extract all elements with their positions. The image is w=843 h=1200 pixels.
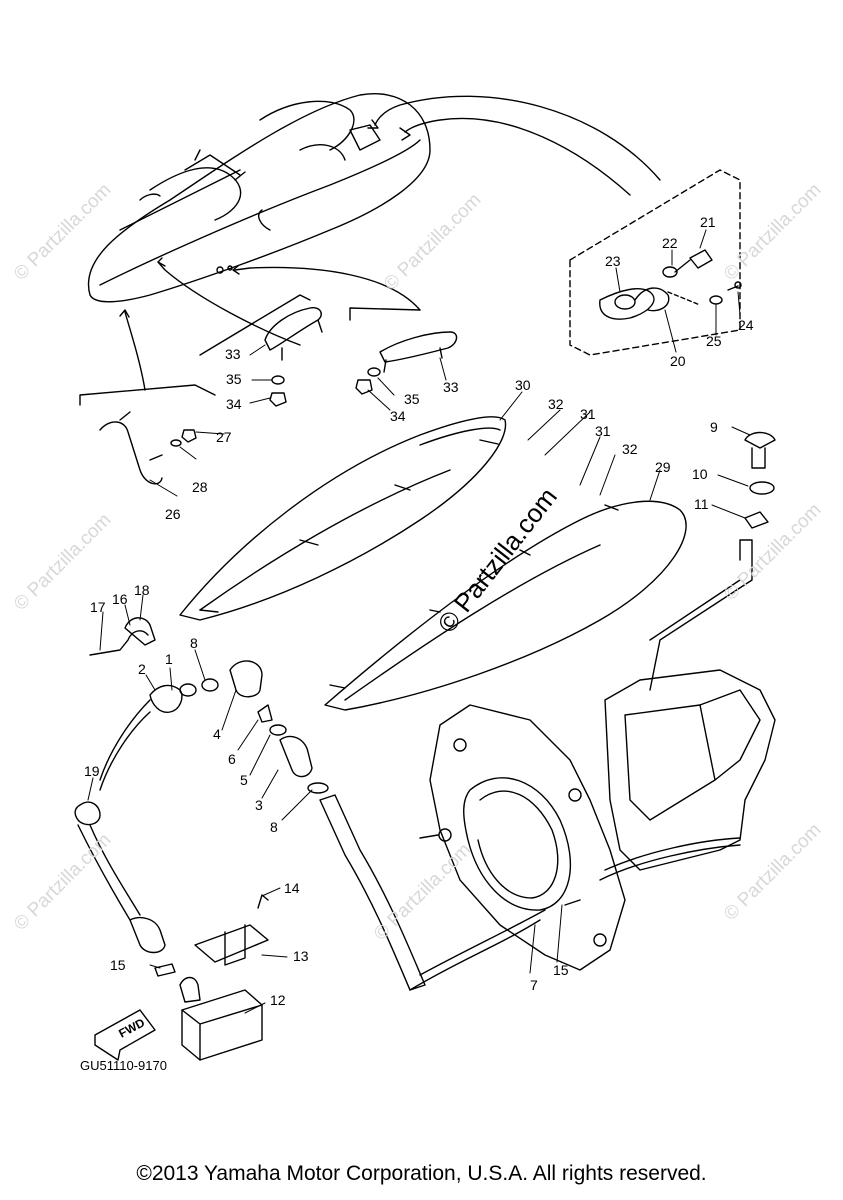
part-label-4: 4 [213,726,221,742]
hull-strake-30 [179,416,507,621]
part-label-13: 13 [293,948,309,964]
part-label-23: 23 [605,253,621,269]
part-label-12: 12 [270,992,286,1008]
grab-handle-parts [199,294,458,407]
part-label-32-lower: 32 [622,441,638,457]
part-label-25: 25 [706,333,722,349]
drain-plug-group [569,169,742,356]
part-label-7: 7 [530,977,538,993]
part-label-28: 28 [192,479,208,495]
part-label-17: 17 [90,599,106,615]
part-label-26: 26 [165,506,181,522]
part-label-30: 30 [515,377,531,393]
part-label-19: 19 [84,763,100,779]
jet-pump-housing [599,539,776,881]
part-label-27: 27 [216,429,232,445]
part-label-24: 24 [738,317,754,333]
part-label-35-right: 35 [404,391,420,407]
part-label-1: 1 [165,651,173,667]
watercraft-illustration [87,93,431,303]
part-label-31-upper: 31 [580,406,596,422]
part-label-22: 22 [662,235,678,251]
hose-fittings [74,617,546,991]
part-label-16: 16 [112,591,128,607]
cooling-parts [154,894,269,1061]
part-label-21: 21 [700,214,716,230]
part-label-31-lower: 31 [595,423,611,439]
part-label-34-left: 34 [226,396,242,412]
part-label-34-right: 34 [390,408,406,424]
part-label-32-upper: 32 [548,396,564,412]
part-label-15-right: 15 [553,962,569,978]
arrow-paths [119,95,661,391]
drain-plug-parts [744,431,776,529]
part-label-8-bottom: 8 [270,819,278,835]
fwd-arrow [94,1009,156,1061]
leader-lines [87,229,751,1014]
part-label-29: 29 [655,459,671,475]
diagram-reference-code: GU51110-9170 [80,1058,167,1073]
part-label-33-left: 33 [225,346,241,362]
part-label-33-right: 33 [443,379,459,395]
part-label-2: 2 [138,661,146,677]
intake-housing [419,704,626,971]
part-label-11: 11 [694,496,709,512]
part-label-9: 9 [710,419,718,435]
part-label-35-left: 35 [226,371,242,387]
rear-handle-parts [79,384,216,485]
part-label-6: 6 [228,751,236,767]
part-label-14: 14 [284,880,300,896]
copyright-notice: ©2013 Yamaha Motor Corporation, U.S.A. A… [136,1162,707,1185]
part-label-20: 20 [670,353,686,369]
part-label-5: 5 [240,772,248,788]
part-label-3: 3 [255,797,263,813]
part-label-10: 10 [692,466,708,482]
part-label-15-left: 15 [110,957,126,973]
hull-strake-29 [324,500,687,711]
part-label-8-top: 8 [190,635,198,651]
part-label-18: 18 [134,582,150,598]
